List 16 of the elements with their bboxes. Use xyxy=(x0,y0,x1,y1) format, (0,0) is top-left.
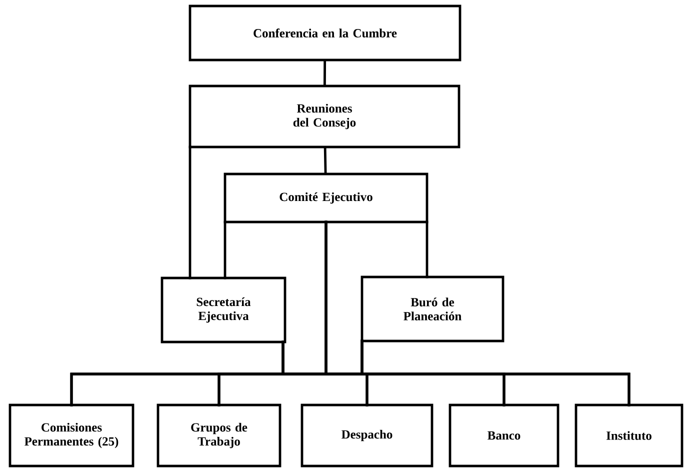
org-box: Grupos de Trabajo xyxy=(156,404,282,468)
org-box: Comité Ejecutivo xyxy=(224,172,428,224)
connector-line xyxy=(324,60,326,86)
connector-line xyxy=(188,146,192,280)
org-box: Buró de Planeación xyxy=(360,276,504,342)
org-box: Secretaría Ejecutiva xyxy=(160,276,286,344)
org-box: Despacho xyxy=(300,404,434,468)
org-box: Conferencia en la Cumbre xyxy=(188,4,462,62)
org-box: Instituto xyxy=(574,404,684,468)
connector-line xyxy=(360,340,630,406)
org-box: Reuniones del Consejo xyxy=(188,84,460,148)
org-box: Banco xyxy=(448,404,560,468)
org-box: Comisiones Permanentes (25) xyxy=(8,404,134,468)
connector-line xyxy=(224,220,226,280)
connector-line xyxy=(324,147,327,174)
connector-line xyxy=(426,220,428,278)
